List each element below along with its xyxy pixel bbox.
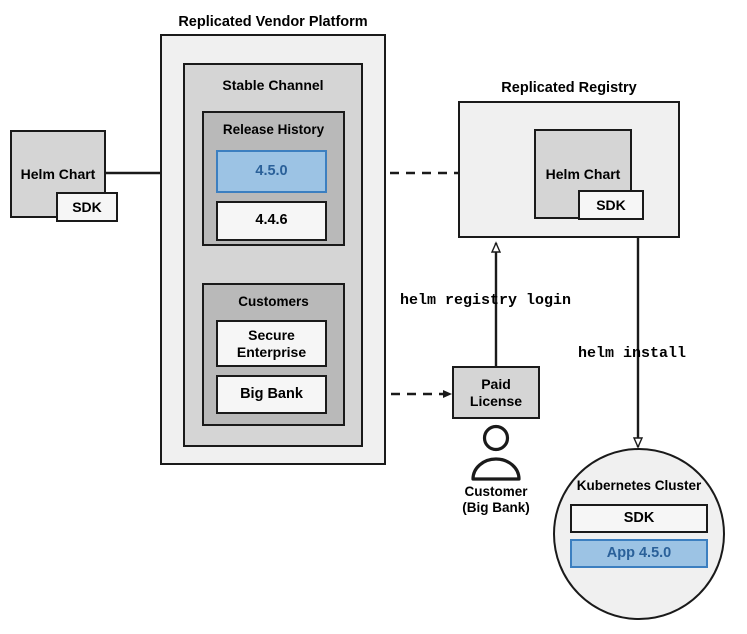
source-helm-chart-label: Helm Chart	[20, 165, 96, 182]
customer-item-big-bank[interactable]: Big Bank	[216, 375, 327, 414]
platform-title: Replicated Vendor Platform	[178, 14, 368, 30]
release-item-450-label: 4.5.0	[255, 162, 288, 179]
release-item-450[interactable]: 4.5.0	[216, 150, 327, 193]
release-item-446[interactable]: 4.4.6	[216, 201, 327, 241]
registry-title: Replicated Registry	[501, 80, 637, 96]
stable-channel-label: Stable Channel	[222, 77, 324, 93]
source-sdk-box: SDK	[56, 192, 118, 222]
source-sdk-label: SDK	[72, 198, 102, 215]
paid-license-box: Paid License	[452, 366, 540, 419]
customer-item-big-bank-label: Big Bank	[240, 385, 303, 402]
cluster-component-app-label: App 4.5.0	[606, 544, 672, 561]
customer-item-secure-enterprise[interactable]: Secure Enterprise	[216, 320, 327, 367]
customers-label: Customers	[238, 294, 309, 309]
registry-sdk-label: SDK	[596, 196, 626, 213]
customer-item-secure-enterprise-label: Secure Enterprise	[236, 326, 307, 360]
command-registry-login: helm registry login	[400, 292, 572, 309]
kubernetes-cluster-container	[553, 448, 725, 620]
registry-helm-chart-label: Helm Chart	[545, 165, 621, 182]
paid-license-label: Paid License	[469, 375, 523, 409]
registry-sdk-box: SDK	[578, 190, 644, 220]
customer-actor: Customer (Big Bank)	[455, 424, 537, 524]
kubernetes-cluster-label: Kubernetes Cluster	[576, 478, 702, 493]
command-helm-install: helm install	[578, 345, 687, 362]
cluster-component-app: App 4.5.0	[570, 539, 708, 568]
cluster-component-sdk-label: SDK	[623, 509, 655, 526]
release-history-label: Release History	[222, 122, 325, 137]
release-item-446-label: 4.4.6	[255, 212, 288, 229]
person-icon	[471, 424, 521, 481]
cluster-component-sdk: SDK	[570, 504, 708, 533]
customer-actor-label: Customer (Big Bank)	[462, 484, 530, 515]
